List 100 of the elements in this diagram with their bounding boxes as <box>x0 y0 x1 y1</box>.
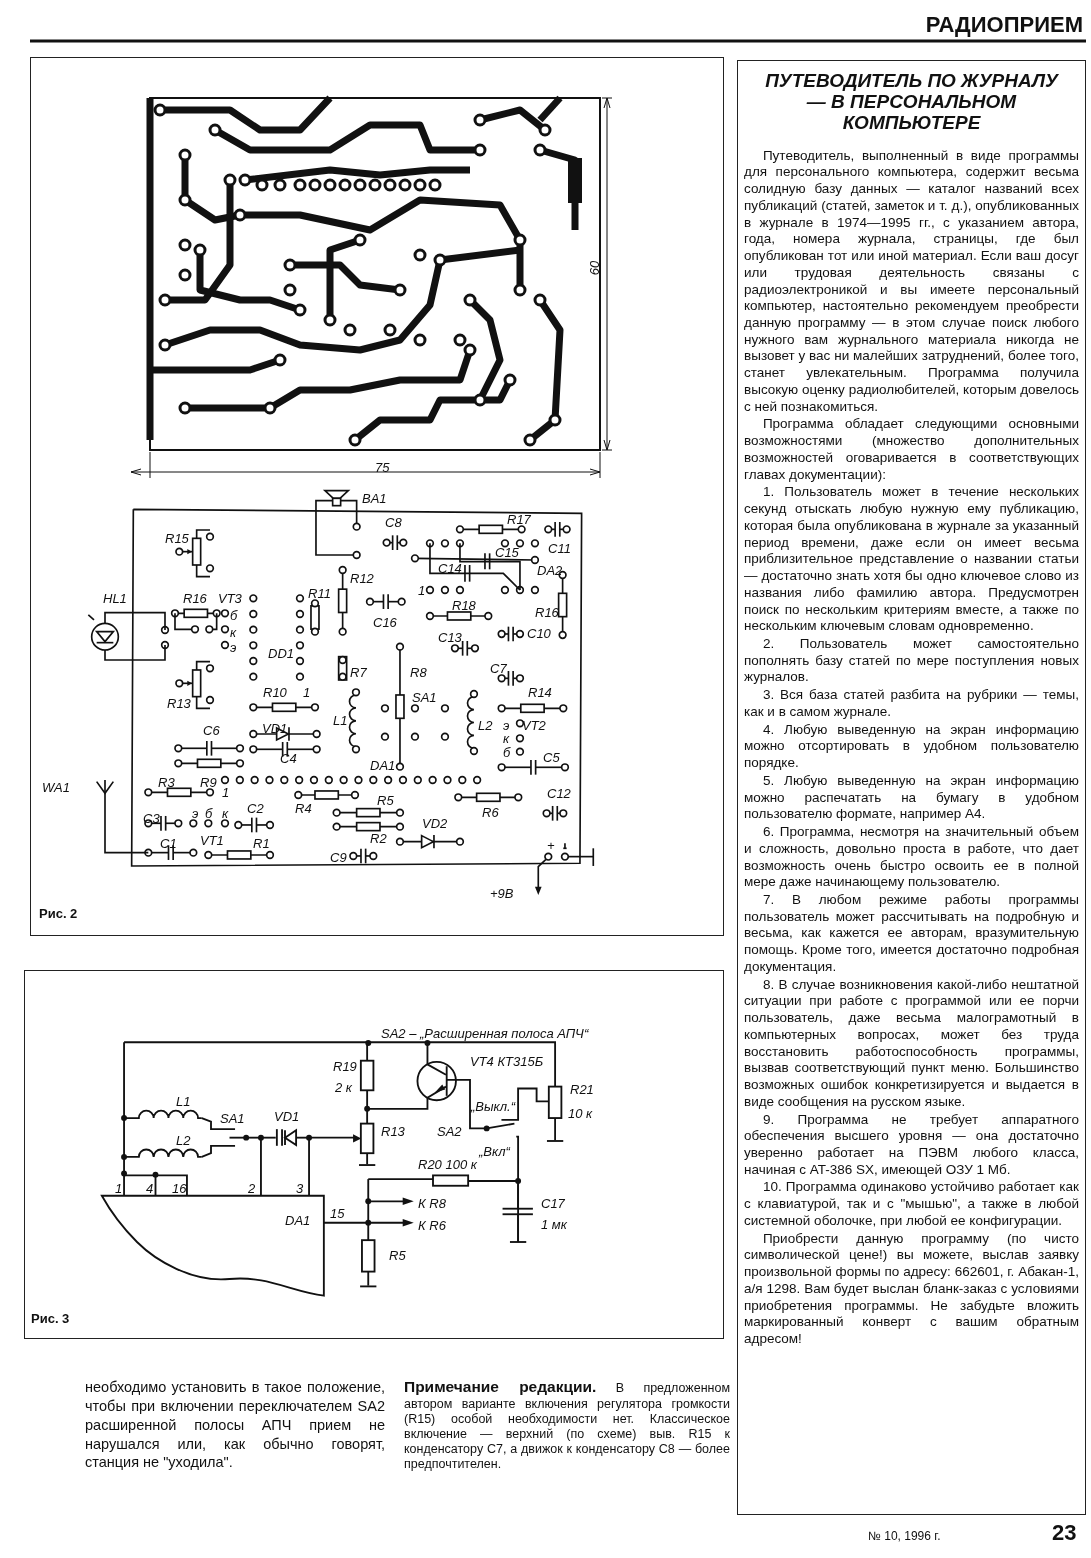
component-label: BA1 <box>362 490 387 506</box>
component-label: б <box>230 607 238 623</box>
component-label: L1 <box>176 1093 191 1109</box>
component-label: C14 <box>438 560 462 576</box>
component-label: VT1 <box>200 832 224 848</box>
figure-caption: Рис. 2 <box>39 906 78 921</box>
component-label: 1 мк <box>541 1216 567 1232</box>
component-label: 1 <box>303 684 311 700</box>
section-heading: РАДИОПРИЕМ <box>925 12 1083 38</box>
component-label: к <box>230 624 237 640</box>
component-label: R11 <box>308 585 331 601</box>
component-label: R16 <box>183 590 207 606</box>
component-label: R7 <box>350 664 367 680</box>
component-label: WA1 <box>42 779 70 795</box>
component-label: R15 <box>165 530 189 546</box>
component-label: C1 <box>160 835 177 851</box>
component-label: R6 <box>482 804 499 820</box>
component-label: C8 <box>385 514 402 530</box>
component-label: HL1 <box>103 590 127 606</box>
figure-caption: Рис. 3 <box>31 1311 70 1326</box>
component-label: L1 <box>333 712 348 728</box>
component-label: VD2 <box>422 815 448 831</box>
body-text: Программа обладает следующими основными возможностями (множество дополнительных возможностей оговаривается в соответствующих главах документации): <box>744 416 1079 484</box>
component-label: C17 <box>541 1195 565 1211</box>
component-label: э <box>192 805 199 821</box>
component-label: VD1 <box>262 720 288 736</box>
component-label: R14 <box>528 684 552 700</box>
component-label: R13 <box>381 1123 405 1139</box>
article-panel <box>737 60 1086 1515</box>
component-label: C5 <box>543 749 560 765</box>
pin-number: 1 <box>115 1180 123 1196</box>
component-label: VD1 <box>274 1108 300 1124</box>
body-text: 6. Программа, несмотря на значительный объем и сложность, довольно проста в работе, что дает возможность очень быстро освоить ее в полной мере даже начинающему пользователю. <box>744 824 1079 891</box>
component-label: DA2 <box>537 562 563 578</box>
body-text: Путеводитель, выполненный в виде программы для персонального компьютера, содержит весьма солидную базу данных — каталог названий всех публикаций (статей, заметок и т. д.), опубликованных в журнале в 1974—1995 гг., с указанием автора, года, номера журнала, страницы, где был опубликован тот или иной материал. Если ваш досуг или трудовая деятельность связаны с радиоэлектроникой и вы имеете персональный компьютер, настоятельно рекомендуем преобрести данную программу — в этом случае поиск любого нужного вам журнального материала никогда не вызовет у вас ни малейших затруднений, более того, станет увлекательным. Программа получила высокую оценку радиолюбителей, которым довелось с ней познакомиться. <box>744 147 1079 416</box>
component-label: DA1 <box>370 757 396 773</box>
pin-number: 2 <box>248 1180 256 1196</box>
component-label: C16 <box>373 614 397 630</box>
component-label: + <box>547 837 555 853</box>
body-text: 9. Программа не требует аппаратного обеспечения высшего уровня — она достаточно уверенно работает на ПЭВМ любого класса, начиная с AT-386 SX, имеющей ОЗУ 1 Мб. <box>744 1111 1079 1179</box>
component-label: L2 <box>478 717 493 733</box>
component-label: к <box>503 730 510 746</box>
figure-panel <box>30 57 724 936</box>
component-label: L2 <box>176 1132 191 1148</box>
component-label: C6 <box>203 722 220 738</box>
dimension-label: 60 <box>586 260 602 276</box>
component-label: R10 <box>263 684 287 700</box>
component-label: R4 <box>295 800 312 816</box>
component-label: VT3 <box>218 590 242 606</box>
component-label: SA2 – „Расширенная полоса АПЧ“ <box>381 1025 589 1041</box>
component-label: DA1 <box>285 1212 311 1228</box>
body-text: 3. Вся база статей разбита на рубрики — темы, как и в самом журнале. <box>744 687 1079 721</box>
component-label: R18 <box>452 597 476 613</box>
component-label: R5 <box>377 792 394 808</box>
component-label: 10 к <box>568 1105 593 1121</box>
component-label: R2 <box>370 830 387 846</box>
page-number: 23 <box>1052 1520 1077 1546</box>
pin-number: 4 <box>146 1180 154 1196</box>
component-label: C15 <box>495 544 519 560</box>
component-label: C3 <box>143 810 160 826</box>
component-label: 2 к <box>335 1079 352 1095</box>
component-label: R9 <box>200 774 217 790</box>
body-text: 8. В случае возникновения какой-либо нештатной ситуации при работе с программой или ее порчи пользователь, даже весьма малограмотный в компьютерных вопросах, может без труда восстановить работоспособность программы, вызвав соответствующий пункт меню. Большинство возможных ошибок конкретизируется и выдается в виде сообщения на русском языке. <box>744 976 1079 1111</box>
component-label: э <box>230 639 237 655</box>
body-text: 1. Пользователь может в течение нескольких секунд отыскать любую нужную ему публикацию, которая была опубликована в журнале за указанный период времени, даже если он имеет весьма приблизительное представление о названии статьи — достаточно знать хотя бы одно ключевое слово из названия либо фамилию автора. Предусмотрен поиск по нескольким критериям вместе, а также по нескольким ключевым словам одновременно. <box>744 484 1079 635</box>
body-text: 7. В любом режиме работы программы пользователь может рассчитывать на подробную и весьма, как кажется ее авторам, вразумительную помощь. Кроме того, имеется достаточно подробная документация. <box>744 892 1079 976</box>
component-label: б <box>205 805 213 821</box>
component-label: R21 <box>570 1081 594 1097</box>
component-label: C10 <box>527 625 551 641</box>
body-text: 4. Любую выведенную на экран информацию можно отсортировать в удобном пользователю порядке. <box>744 721 1079 772</box>
body-text: Приобрести данную программу (по чисто символической цене!) вы можете, выслав заявку произвольной формы по адресу: 662601, г. Абакан-1, а/я 1298. Вам будет выслан бланк-заказ с условиями приобретения программы. Не забудьте вложить маркированный конверт с вашим обратным адресом! <box>744 1230 1079 1348</box>
component-label: C9 <box>330 849 347 865</box>
pin-number: 15 <box>330 1205 345 1221</box>
component-label: К R8 <box>418 1195 446 1211</box>
component-label: R1 <box>253 835 270 851</box>
component-label: э <box>503 717 510 733</box>
issue-info: № 10, 1996 г. <box>868 1529 941 1543</box>
component-label: 1 <box>418 582 426 598</box>
article-title: ПУТЕВОДИТЕЛЬ ПО ЖУРНАЛУ — В ПЕРСОНАЛЬНОМ КОМПЬЮТЕРЕ <box>764 71 1060 134</box>
component-label: R12 <box>350 570 374 586</box>
editor-note: Примечание редакции. В предложенном автором варианте включения регулятора громкости (R15) особой необходимости нет. Классическое включение — верхний (по схеме) выв. R15 к конденсатору C7, а движок к конденсатору C8 — более предпочтителен. <box>404 1378 730 1472</box>
component-label: 1 <box>222 784 230 800</box>
component-label: +9В <box>490 885 514 901</box>
component-label: К R6 <box>418 1217 446 1233</box>
component-label: к <box>222 805 229 821</box>
component-label: SA2 <box>437 1123 462 1139</box>
body-text: необходимо установить в такое положение, чтобы при включении переключателем SA2 расширенной полосы АПЧ прием не нарушался или, как обычно говорят, станция не "уходила". <box>85 1378 385 1473</box>
component-label: DD1 <box>268 645 294 661</box>
component-label: б <box>503 744 511 760</box>
pin-number: 3 <box>296 1180 304 1196</box>
component-label: C13 <box>438 629 462 645</box>
component-label: C2 <box>247 800 264 816</box>
component-label: C12 <box>547 785 571 801</box>
dimension-label: 75 <box>375 459 390 475</box>
component-label: R20 100 к <box>418 1156 477 1172</box>
component-label: R5 <box>389 1247 406 1263</box>
component-label: R17 <box>507 511 531 527</box>
component-label: VT2 <box>522 717 546 733</box>
component-label: R16 <box>535 604 559 620</box>
component-label: R19 <box>333 1058 357 1074</box>
